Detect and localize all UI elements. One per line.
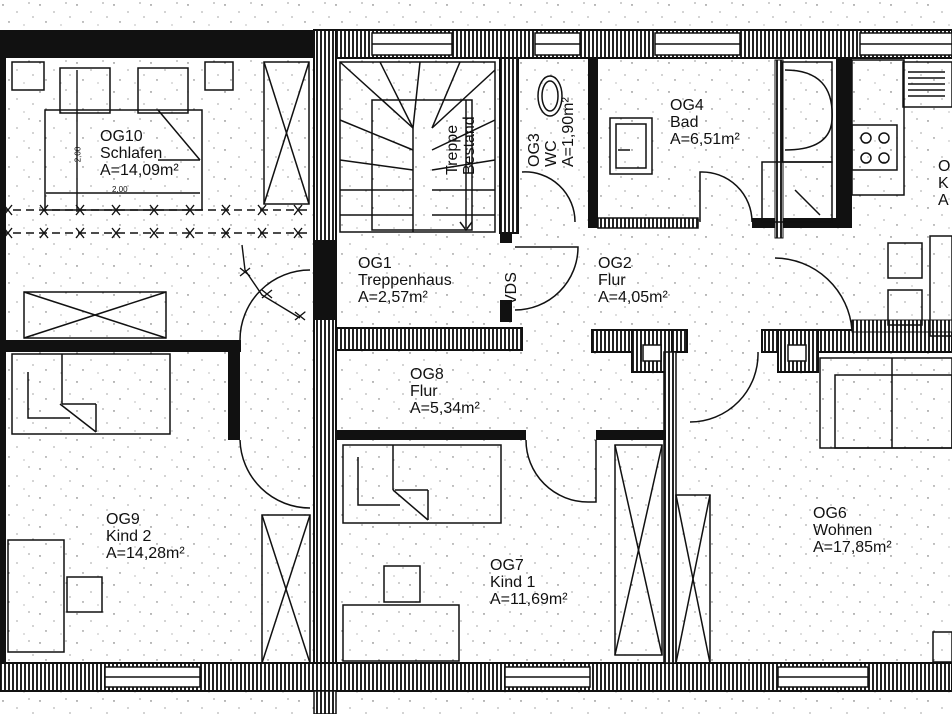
room-area: A=14,28m²: [106, 545, 185, 562]
furniture: [7, 61, 952, 664]
room-code: OG3: [526, 133, 543, 167]
room-name: K: [938, 175, 949, 192]
room-code: OG4: [670, 97, 704, 114]
room-code: OG8: [410, 366, 444, 383]
room-area: A: [938, 192, 949, 209]
room-area: A=2,57m²: [358, 289, 428, 306]
room-label-og1: OG1 Treppenhaus A=2,57m²: [358, 255, 452, 306]
room-name: Flur: [410, 383, 438, 400]
stair-annotation: Treppe Bestand: [444, 116, 478, 175]
room-name: Bad: [670, 114, 699, 131]
room-area: A=6,51m²: [670, 131, 740, 148]
railing-marks: [0, 70, 310, 321]
room-label-og8: OG8 Flur A=5,34m²: [410, 366, 480, 417]
sanitary-fixtures: [537, 61, 833, 223]
room-code: OG10: [100, 128, 143, 145]
room-label-og10: OG10 Schlafen A=14,09m²: [100, 128, 179, 179]
room-label-og4: OG4 Bad A=6,51m²: [670, 97, 740, 148]
doors: [239, 171, 853, 509]
room-code: OG6: [813, 505, 847, 522]
room-area: A=4,05m²: [598, 289, 668, 306]
room-area: A=1,90m²: [560, 97, 577, 167]
bed-width-dimension: 2,00: [112, 185, 128, 194]
room-label-og2: OG2 Flur A=4,05m²: [598, 255, 668, 306]
room-name: Flur: [598, 272, 626, 289]
room-label-og7: OG7 Kind 1 A=11,69m²: [490, 557, 568, 608]
vds-label: VDS: [503, 272, 520, 305]
room-area: A=11,69m²: [490, 591, 568, 608]
room-label-og5-partial: O K A: [938, 158, 950, 209]
room-code: OG2: [598, 255, 632, 272]
stair-label-1: Treppe: [444, 124, 461, 175]
staircase: [339, 61, 496, 233]
stair-label-2: Bestand: [461, 116, 478, 175]
room-name: WC: [543, 140, 560, 167]
room-label-og6: OG6 Wohnen A=17,85m²: [813, 505, 892, 556]
room-code: OG7: [490, 557, 524, 574]
room-area: A=5,34m²: [410, 400, 480, 417]
room-name: Wohnen: [813, 522, 873, 539]
room-area: A=17,85m²: [813, 539, 892, 556]
room-name: Kind 1: [490, 574, 536, 591]
room-label-og9: OG9 Kind 2 A=14,28m²: [106, 511, 185, 562]
room-label-og3: OG3 WC A=1,90m²: [526, 97, 577, 167]
room-area: A=14,09m²: [100, 162, 179, 179]
kitchen-fixtures: [851, 59, 952, 337]
room-name: Treppenhaus: [358, 272, 452, 289]
room-name: Schlafen: [100, 145, 163, 162]
room-code: O: [938, 158, 951, 175]
room-name: Kind 2: [106, 528, 152, 545]
bed-length-dimension: 2,00: [73, 146, 83, 163]
room-code: OG9: [106, 511, 140, 528]
exterior-walls: [0, 29, 952, 714]
interior-walls: [6, 29, 952, 664]
room-code: OG1: [358, 255, 392, 272]
